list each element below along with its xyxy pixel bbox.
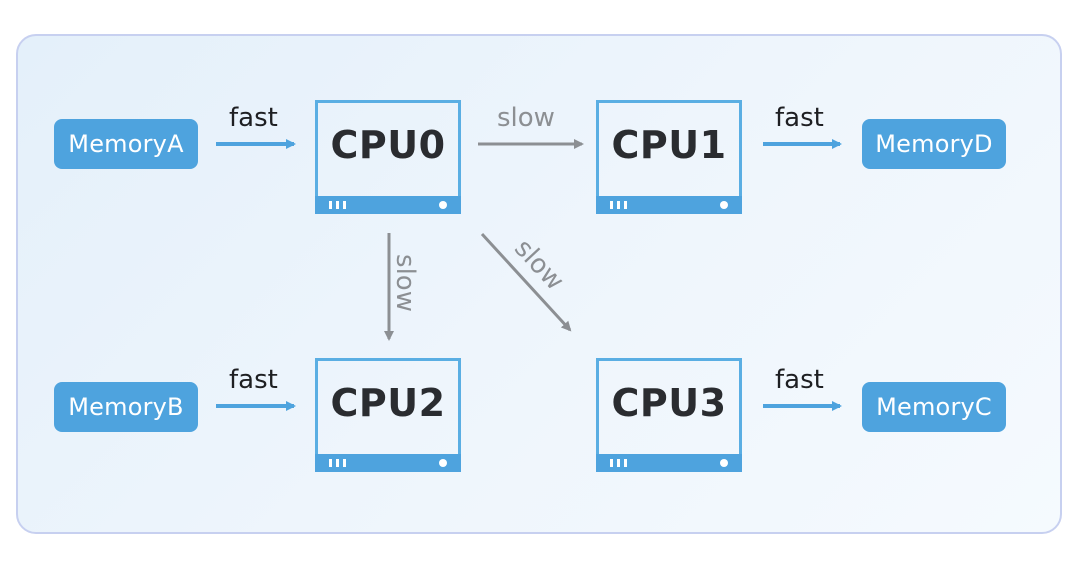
led-icon [617, 201, 620, 209]
diagram-panel [16, 34, 1062, 534]
led-icon [329, 201, 332, 209]
led-icon [624, 459, 627, 467]
cpu0-label: CPU0 [330, 123, 446, 167]
led-icon [624, 201, 627, 209]
memory-c-label: MemoryC [876, 393, 992, 421]
power-dot-icon [720, 459, 728, 467]
arrow-cpu0-cpu3 [480, 232, 572, 332]
memory-a-label: MemoryA [68, 130, 184, 158]
memory-d-box: MemoryD [862, 119, 1006, 169]
label-cpu0-cpu1: slow [497, 103, 555, 133]
cpu2-box: CPU2 [315, 358, 461, 472]
cpu2-status-bar [315, 454, 461, 472]
led-icon [343, 201, 346, 209]
cpu2-label: CPU2 [330, 381, 446, 425]
led-icon [610, 459, 613, 467]
led-icon [336, 201, 339, 209]
cpu1-status-bar [596, 196, 742, 214]
label-cpu1-memd: fast [775, 103, 824, 133]
led-icon [336, 459, 339, 467]
cpu3-label: CPU3 [611, 381, 727, 425]
label-mema-cpu0: fast [229, 103, 278, 133]
memory-b-box: MemoryB [54, 382, 198, 432]
label-cpu3-memc: fast [775, 365, 824, 395]
cpu3-status-bar [596, 454, 742, 472]
memory-d-label: MemoryD [875, 130, 993, 158]
power-dot-icon [439, 201, 447, 209]
memory-c-box: MemoryC [862, 382, 1006, 432]
led-icon [610, 201, 613, 209]
led-icon [329, 459, 332, 467]
cpu0-status-bar [315, 196, 461, 214]
label-cpu0-cpu2: slow [389, 254, 420, 312]
label-memb-cpu2: fast [229, 365, 278, 395]
cpu3-box: CPU3 [596, 358, 742, 472]
cpu0-box: CPU0 [315, 100, 461, 214]
power-dot-icon [439, 459, 447, 467]
power-dot-icon [720, 201, 728, 209]
led-icon [343, 459, 346, 467]
cpu1-label: CPU1 [611, 123, 727, 167]
led-icon [617, 459, 620, 467]
cpu1-box: CPU1 [596, 100, 742, 214]
memory-a-box: MemoryA [54, 119, 198, 169]
memory-b-label: MemoryB [68, 393, 184, 421]
